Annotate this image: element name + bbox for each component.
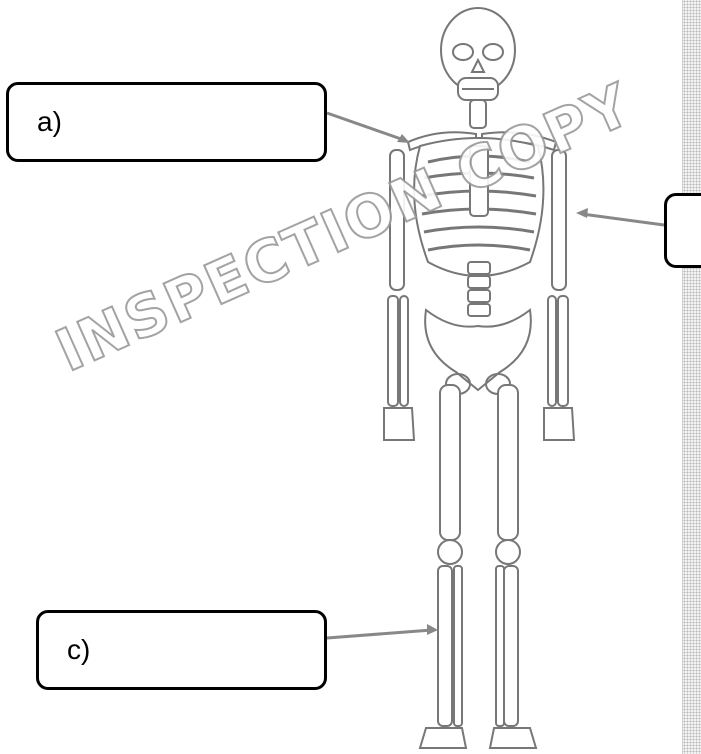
left-arm	[384, 150, 414, 440]
pelvis	[425, 310, 531, 394]
arrow-b	[576, 208, 664, 225]
cervical-spine	[470, 100, 486, 128]
label-box-c[interactable]: c)	[36, 610, 327, 690]
lumbar-spine	[468, 262, 490, 316]
label-a-text: a)	[37, 106, 62, 138]
right-arm	[544, 150, 574, 440]
right-leg	[490, 385, 536, 748]
label-c-text: c)	[67, 634, 90, 666]
skull	[441, 8, 515, 100]
arrow-a	[327, 113, 410, 143]
ribcage	[414, 138, 543, 276]
label-box-b[interactable]	[664, 193, 701, 268]
arrow-c	[327, 624, 438, 638]
label-box-a[interactable]: a)	[6, 82, 327, 162]
left-leg	[420, 385, 466, 748]
